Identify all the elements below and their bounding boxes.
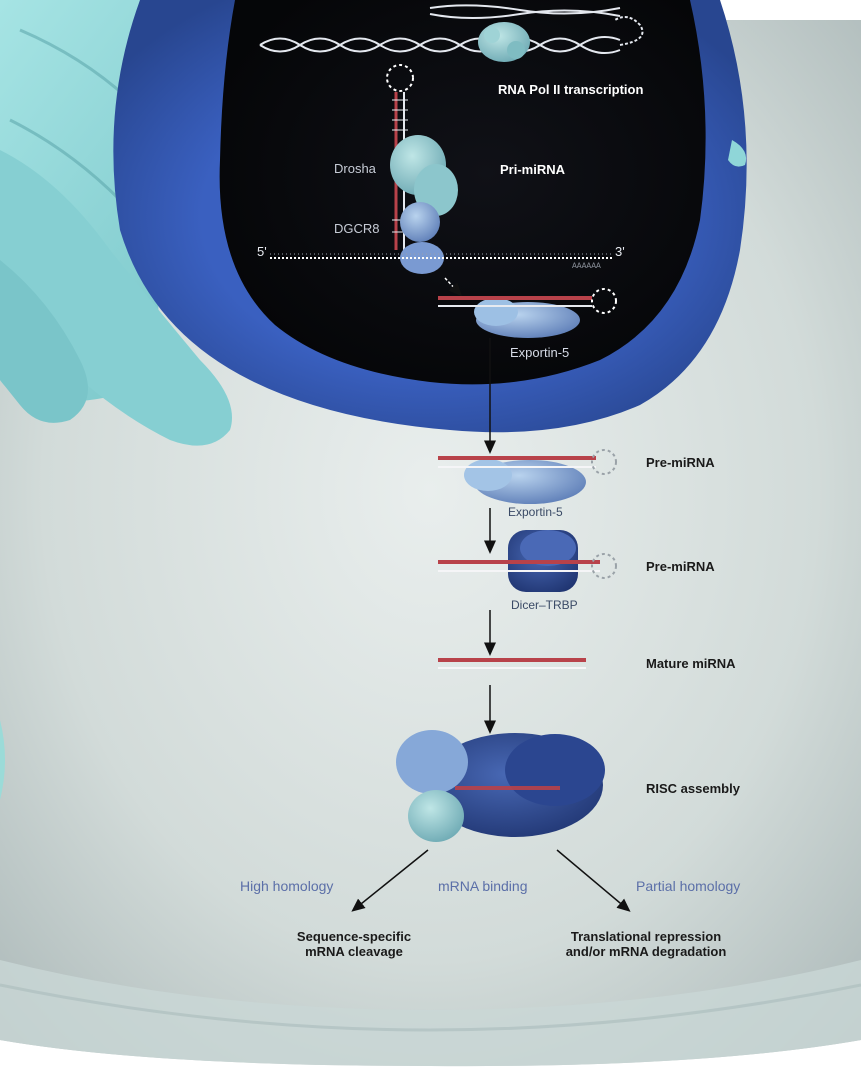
risc-assembly-label: RISC assembly — [646, 782, 740, 797]
poly-a-tail-label: AAAAAA — [572, 262, 601, 271]
mature-mirna-label: Mature miRNA — [646, 657, 736, 672]
repression-line-2: and/or mRNA degradation — [546, 945, 746, 960]
exportin-nucleus-label: Exportin-5 — [510, 346, 569, 361]
dgcr8-label: DGCR8 — [334, 222, 380, 237]
three-prime-label: 3' — [615, 245, 625, 260]
partial-homology-label: Partial homology — [636, 878, 740, 894]
drosha-label: Drosha — [334, 162, 376, 177]
pre-mirna-label-1: Pre-miRNA — [646, 456, 715, 471]
dicer-trbp-label: Dicer–TRBP — [511, 599, 578, 613]
high-homology-label: High homology — [240, 878, 333, 894]
pri-mirna-label: Pri-miRNA — [500, 163, 565, 178]
cleavage-line-2: mRNA cleavage — [284, 945, 424, 960]
cleavage-outcome-label: Sequence-specific mRNA cleavage — [284, 930, 424, 960]
nucleus-interior — [220, 0, 706, 384]
repression-line-1: Translational repression — [546, 930, 746, 945]
mrna-binding-label: mRNA binding — [438, 878, 528, 894]
pre-mirna-label-2: Pre-miRNA — [646, 560, 715, 575]
repression-outcome-label: Translational repression and/or mRNA deg… — [546, 930, 746, 960]
cleavage-line-1: Sequence-specific — [284, 930, 424, 945]
rna-pol-ii-transcription-label: RNA Pol II transcription — [498, 83, 643, 98]
five-prime-label: 5' — [257, 245, 267, 260]
exportin-cyto-label: Exportin-5 — [508, 506, 563, 520]
